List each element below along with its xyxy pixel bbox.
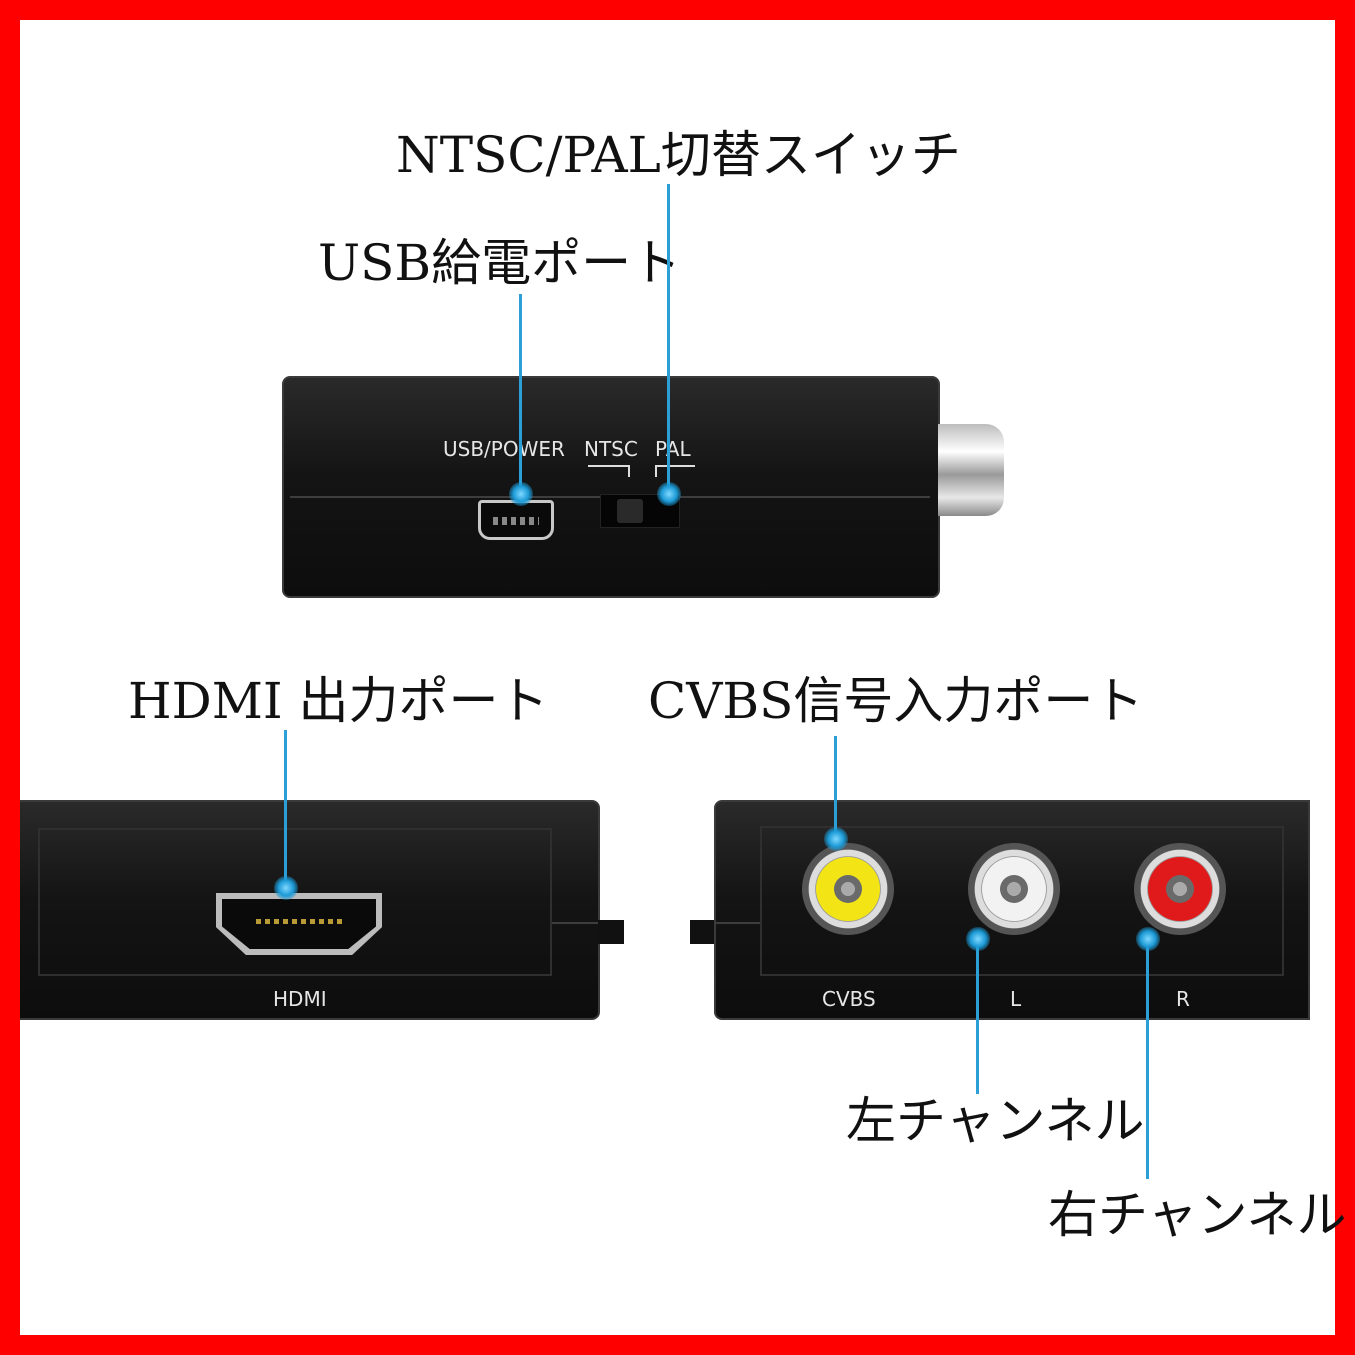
leader-left-channel (976, 939, 979, 1094)
ntsc-label: NTSC (584, 437, 638, 461)
hdmi-port-icon[interactable] (216, 893, 382, 955)
mini-usb-port-icon[interactable] (478, 500, 554, 540)
hdmi-inset-panel (38, 828, 552, 976)
leader-cvbs (834, 736, 837, 839)
callout-ntsc-pal-switch: NTSC/PAL切替スイッチ (396, 126, 961, 184)
callout-hdmi-output-port: HDMI 出力ポート (128, 672, 549, 730)
av-inset-panel (760, 826, 1284, 976)
leader-hdmi (284, 730, 287, 888)
usb-power-label: USB/POWER (443, 437, 565, 461)
dot-ntsc-pal (657, 482, 681, 506)
pal-bracket (655, 465, 695, 477)
rca-plug-protrusion (938, 424, 1004, 516)
device-top-side (282, 376, 940, 598)
dot-usb (509, 482, 533, 506)
rca-jack-right-icon[interactable] (1134, 843, 1226, 935)
leader-ntsc-pal (667, 184, 670, 494)
l-jack-label: L (1010, 987, 1022, 1011)
callout-left-channel: 左チャンネル (846, 1092, 1145, 1150)
pal-label: PAL (655, 437, 691, 461)
dot-hdmi (274, 876, 298, 900)
cvbs-side-tab (690, 920, 716, 944)
rca-jack-left-icon[interactable] (968, 843, 1060, 935)
av-device-seam (716, 922, 760, 924)
ntsc-bracket (588, 465, 630, 477)
callout-right-channel: 右チャンネル (1048, 1186, 1347, 1244)
leader-usb (519, 294, 522, 494)
r-jack-label: R (1176, 987, 1190, 1011)
hdmi-device-seam (552, 922, 598, 924)
cvbs-jack-label: CVBS (822, 987, 876, 1011)
rca-jack-cvbs-icon[interactable] (802, 843, 894, 935)
callout-usb-power-port: USB給電ポート (318, 234, 682, 292)
hdmi-port-label: HDMI (273, 987, 327, 1011)
dot-cvbs (824, 827, 848, 851)
dot-left-channel (966, 927, 990, 951)
dot-right-channel (1136, 927, 1160, 951)
hdmi-side-tab (598, 920, 624, 944)
leader-right-channel (1146, 939, 1149, 1179)
callout-cvbs-input-port: CVBS信号入力ポート (648, 672, 1144, 730)
